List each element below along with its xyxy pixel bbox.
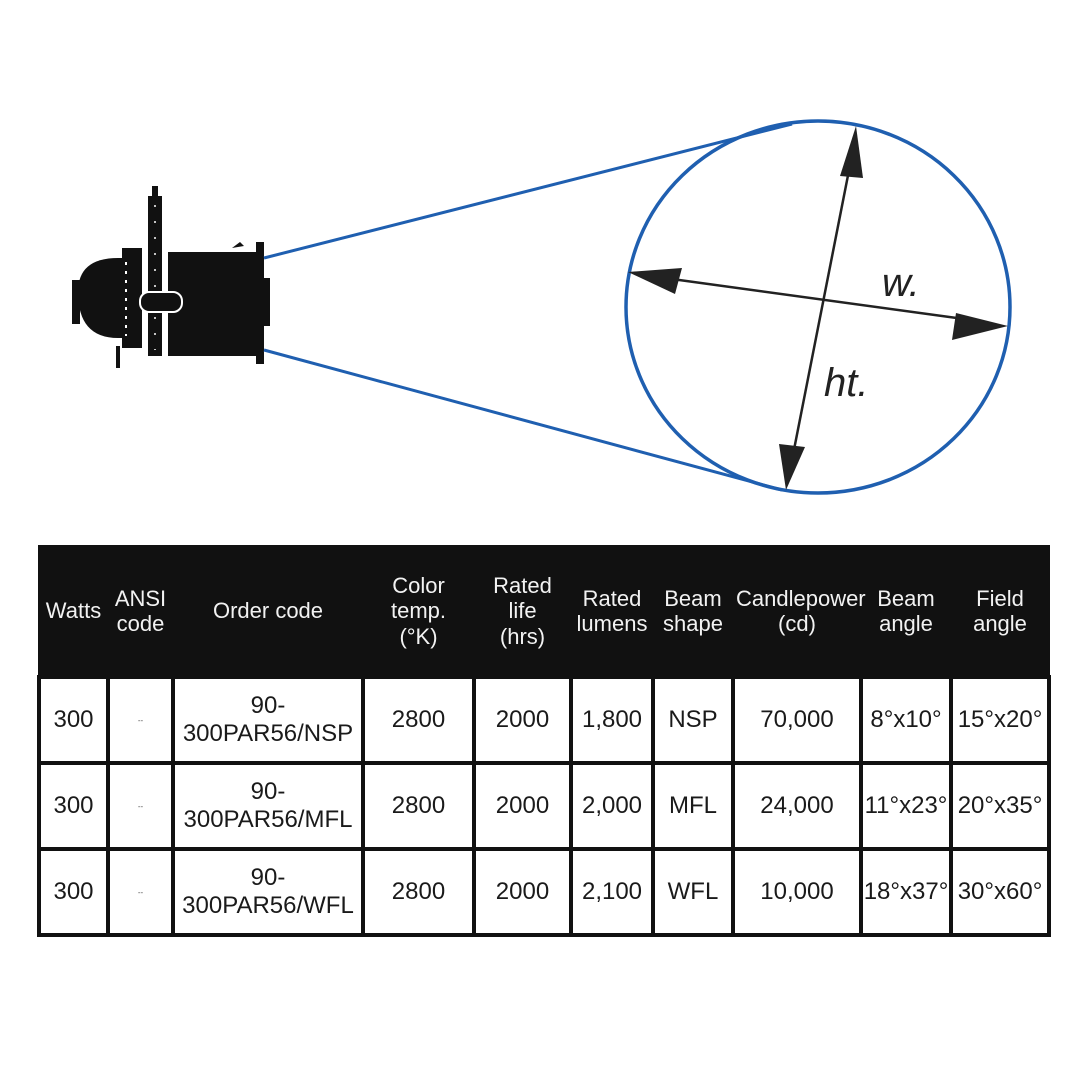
cell-rated-lumens: 2,100: [569, 847, 655, 937]
cell-watts: 300: [37, 847, 110, 937]
header-line1: Watts: [45, 598, 102, 624]
header-line1: Beam: [664, 585, 722, 611]
header-line1: Rated: [582, 585, 642, 611]
cell-rated-lumens: 1,800: [569, 675, 655, 765]
beam-circle: [624, 119, 1012, 495]
cell-color-temp: 2800: [361, 847, 476, 937]
cell-beam-shape: MFL: [651, 761, 735, 851]
width-arrow-icon: [628, 268, 1008, 340]
cell-beam-angle: 8°x10°: [859, 675, 953, 765]
cell-field-angle: 30°x60°: [949, 847, 1051, 937]
header-rated-life: Rated life(hrs): [473, 545, 572, 678]
cell-color-temp: 2800: [361, 675, 476, 765]
cell-beam-angle: 18°x37°: [859, 847, 953, 937]
header-line2: (cd): [778, 611, 816, 636]
header-line2: (hrs): [499, 623, 546, 649]
header-line2: shape: [663, 611, 723, 636]
header-watts: Watts: [38, 545, 109, 678]
header-line2: angle: [879, 611, 933, 636]
header-line1: Rated life: [493, 573, 552, 624]
cell-candlepower: 10,000: [731, 847, 863, 937]
beam-edge-bottom: [263, 348, 783, 492]
cell-rated-life: 2000: [472, 675, 573, 765]
header-color-temp: Color temp.(°K): [362, 545, 475, 678]
par-fixture-icon: [72, 186, 270, 368]
cell-beam-angle: 11°x23°: [859, 761, 953, 851]
cell-ansi-code: --: [106, 847, 175, 937]
header-line2: lumens: [576, 611, 648, 636]
header-line1: Color temp.: [390, 573, 447, 624]
cell-ansi-code: --: [106, 675, 175, 765]
cell-field-angle: 20°x35°: [949, 761, 1051, 851]
cell-beam-shape: WFL: [651, 847, 735, 937]
cell-candlepower: 24,000: [731, 761, 863, 851]
width-label: w.: [882, 261, 920, 305]
header-line1: ANSI: [114, 585, 167, 611]
cell-order-code: 90-300PAR56/MFL: [171, 761, 365, 851]
height-label: ht.: [824, 361, 868, 405]
cell-watts: 300: [37, 761, 110, 851]
cell-rated-lumens: 2,000: [569, 761, 655, 851]
cell-color-temp: 2800: [361, 761, 476, 851]
header-line2: angle: [973, 611, 1027, 636]
header-line1: Order code: [212, 598, 324, 624]
cell-order-code: 90-300PAR56/WFL: [171, 847, 365, 937]
beam-edge-top: [263, 122, 793, 260]
cell-ansi-code: --: [106, 761, 175, 851]
beam-diagram: w. ht.: [72, 119, 1012, 495]
cell-order-code: 90-300PAR56/NSP: [171, 675, 365, 765]
cell-rated-life: 2000: [472, 761, 573, 851]
cell-candlepower: 70,000: [731, 675, 863, 765]
cell-beam-shape: NSP: [651, 675, 735, 765]
header-line2: (°K): [399, 623, 438, 649]
header-line2: code: [116, 611, 165, 636]
cell-rated-life: 2000: [472, 847, 573, 937]
cell-field-angle: 15°x20°: [949, 675, 1051, 765]
header-line1: Candlepower: [736, 585, 866, 611]
height-arrow-icon: [779, 126, 863, 490]
header-candlepower: Candlepower(cd): [732, 545, 866, 678]
header-order-code: Order code: [172, 545, 364, 678]
header-line1: Field: [976, 585, 1024, 611]
header-line1: Beam: [877, 585, 935, 611]
cell-watts: 300: [37, 675, 110, 765]
